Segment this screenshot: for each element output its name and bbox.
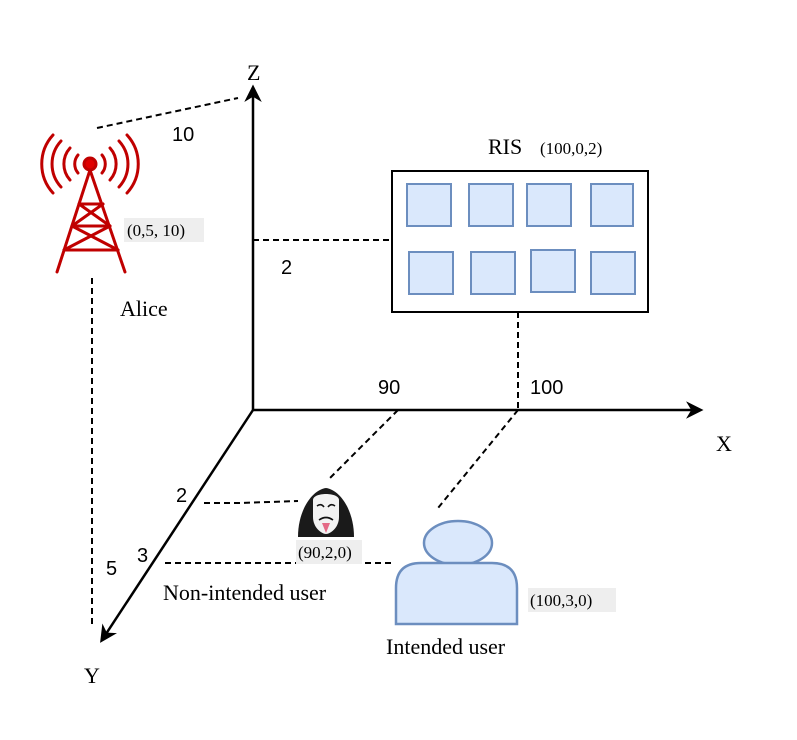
bob-x-projection-line — [437, 409, 519, 509]
y-axis-label: Y — [84, 663, 100, 688]
x-tick-90: 90 — [378, 377, 400, 399]
user-icon — [394, 519, 519, 626]
anonymous-mask-icon — [298, 488, 354, 537]
alice-coords: (0,5, 10) — [127, 221, 185, 240]
alice-label: Alice — [120, 296, 168, 321]
ris-element — [530, 249, 576, 293]
eve-x-projection-line — [327, 409, 399, 481]
z-axis-label: Z — [247, 60, 260, 85]
eve-y-projection-line — [204, 500, 299, 504]
ris-element — [590, 251, 636, 295]
bob-coords: (100,3,0) — [530, 591, 592, 610]
alice-tower-icon — [40, 133, 140, 274]
ris-element — [408, 251, 454, 295]
z-tick-2: 2 — [281, 257, 292, 279]
x-tick-100: 100 — [530, 377, 563, 399]
y-tick-2: 2 — [176, 485, 187, 507]
y-axis — [100, 409, 255, 643]
ris-label: RIS — [488, 134, 522, 159]
ris-panel — [391, 170, 649, 313]
ris-element — [468, 183, 514, 227]
eve-coords: (90,2,0) — [298, 543, 352, 562]
ris-coords: (100,0,2) — [540, 139, 602, 158]
x-axis-label: X — [716, 431, 732, 456]
y-tick-3: 3 — [137, 545, 148, 567]
z-tick-10: 10 — [172, 124, 194, 146]
y-tick-5: 5 — [106, 558, 117, 580]
bob-label: Intended user — [386, 634, 506, 659]
alice-height-line — [96, 97, 239, 129]
alice-coords-bg — [124, 218, 204, 242]
ris-element — [526, 183, 572, 227]
ris-element — [470, 251, 516, 295]
eve-label: Non-intended user — [163, 580, 327, 605]
eve-coords-bg — [296, 540, 362, 564]
ris-element — [590, 183, 634, 227]
bob-coords-bg — [528, 588, 616, 612]
ris-element — [406, 183, 452, 227]
